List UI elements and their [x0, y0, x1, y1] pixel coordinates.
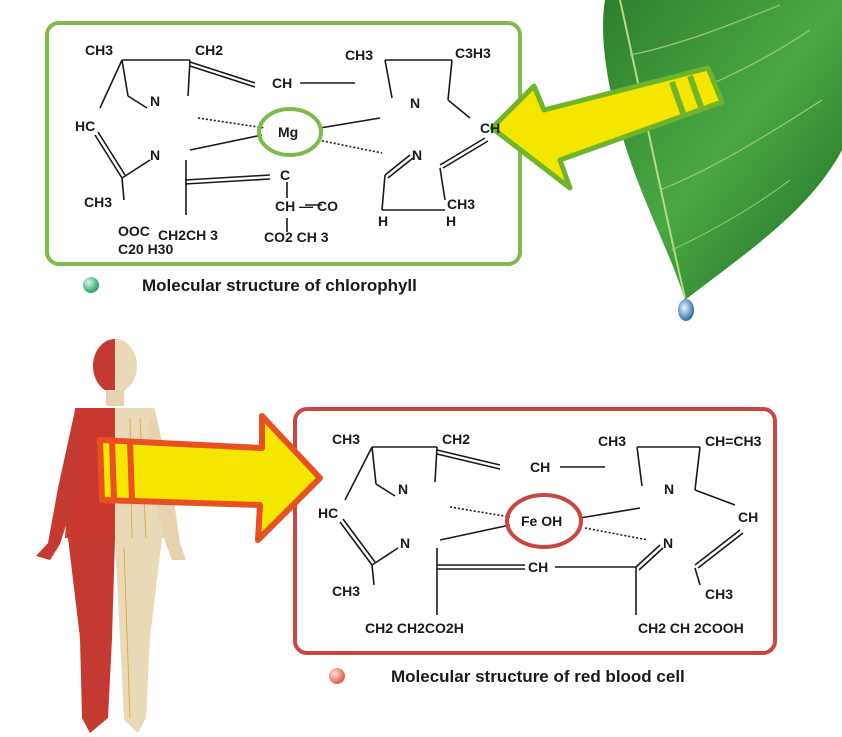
chlorophyll-bonds [94, 59, 489, 232]
label-c3h3: C3H3 [455, 45, 491, 61]
label-ch3-tl-b: CH3 [332, 431, 360, 447]
arrow-body-to-blood [97, 413, 323, 543]
label-n-tl: N [150, 93, 160, 109]
mg-atom-label: Mg [278, 124, 298, 140]
label-ch3-br: CH3 [447, 196, 475, 212]
label-n-tl-b: N [398, 481, 408, 497]
label-chain-left-b: CH2 CH2CO2H [365, 620, 464, 636]
chlorophyll-bullet-icon [83, 277, 99, 293]
label-n-tr: N [410, 95, 420, 111]
mg-highlight-ring [257, 107, 323, 157]
label-ch3-tr-b: CH3 [598, 433, 626, 449]
fe-highlight-ring [505, 493, 583, 549]
label-ch-mid-b: CH [528, 559, 548, 575]
label-ch-co: CH — CO [275, 198, 338, 214]
label-n-br-b: N [663, 535, 673, 551]
label-ch-top: CH [272, 75, 292, 91]
label-ch-right: CH [480, 120, 500, 136]
label-ch3-bl-b: CH3 [332, 583, 360, 599]
label-h-a: H [378, 213, 388, 229]
arrow-leaf-to-chlorophyll [489, 65, 725, 191]
fe-atom-label: Fe OH [521, 513, 562, 529]
label-n-bl: N [150, 147, 160, 163]
label-ch2-top: CH2 [195, 42, 223, 58]
label-chain-right-b: CH2 CH 2COOH [638, 620, 744, 636]
blood-bonds [339, 446, 744, 615]
label-hc-left: HC [75, 118, 95, 134]
chlorophyll-caption: Molecular structure of chlorophyll [142, 276, 417, 295]
label-ch-right-b: CH [738, 509, 758, 525]
label-ch2-top-b: CH2 [442, 431, 470, 447]
label-co2ch3: CO2 CH 3 [264, 229, 329, 245]
label-c-mid: C [280, 167, 290, 183]
label-ch3-bl: CH3 [84, 194, 112, 210]
label-n-br: N [412, 147, 422, 163]
label-ch3-br-b: CH3 [705, 586, 733, 602]
label-c20h30: C20 H30 [118, 241, 173, 257]
blood-bullet-icon [329, 668, 345, 684]
label-ch3-tl: CH3 [85, 42, 113, 58]
label-ch3-tr: CH3 [345, 47, 373, 63]
label-ch-top-b: CH [530, 459, 550, 475]
label-ch2ch3: CH2CH 3 [158, 227, 218, 243]
label-ooc: OOC [118, 223, 150, 239]
leaf-illustration [603, 0, 842, 321]
label-n-tr-b: N [664, 481, 674, 497]
blood-caption: Molecular structure of red blood cell [391, 667, 685, 686]
blood-frame [293, 407, 777, 655]
label-n-bl-b: N [400, 535, 410, 551]
label-hc-left-b: HC [318, 505, 338, 521]
label-ch-ch3-b: CH=CH3 [705, 433, 762, 449]
label-h-b: H [446, 213, 456, 229]
